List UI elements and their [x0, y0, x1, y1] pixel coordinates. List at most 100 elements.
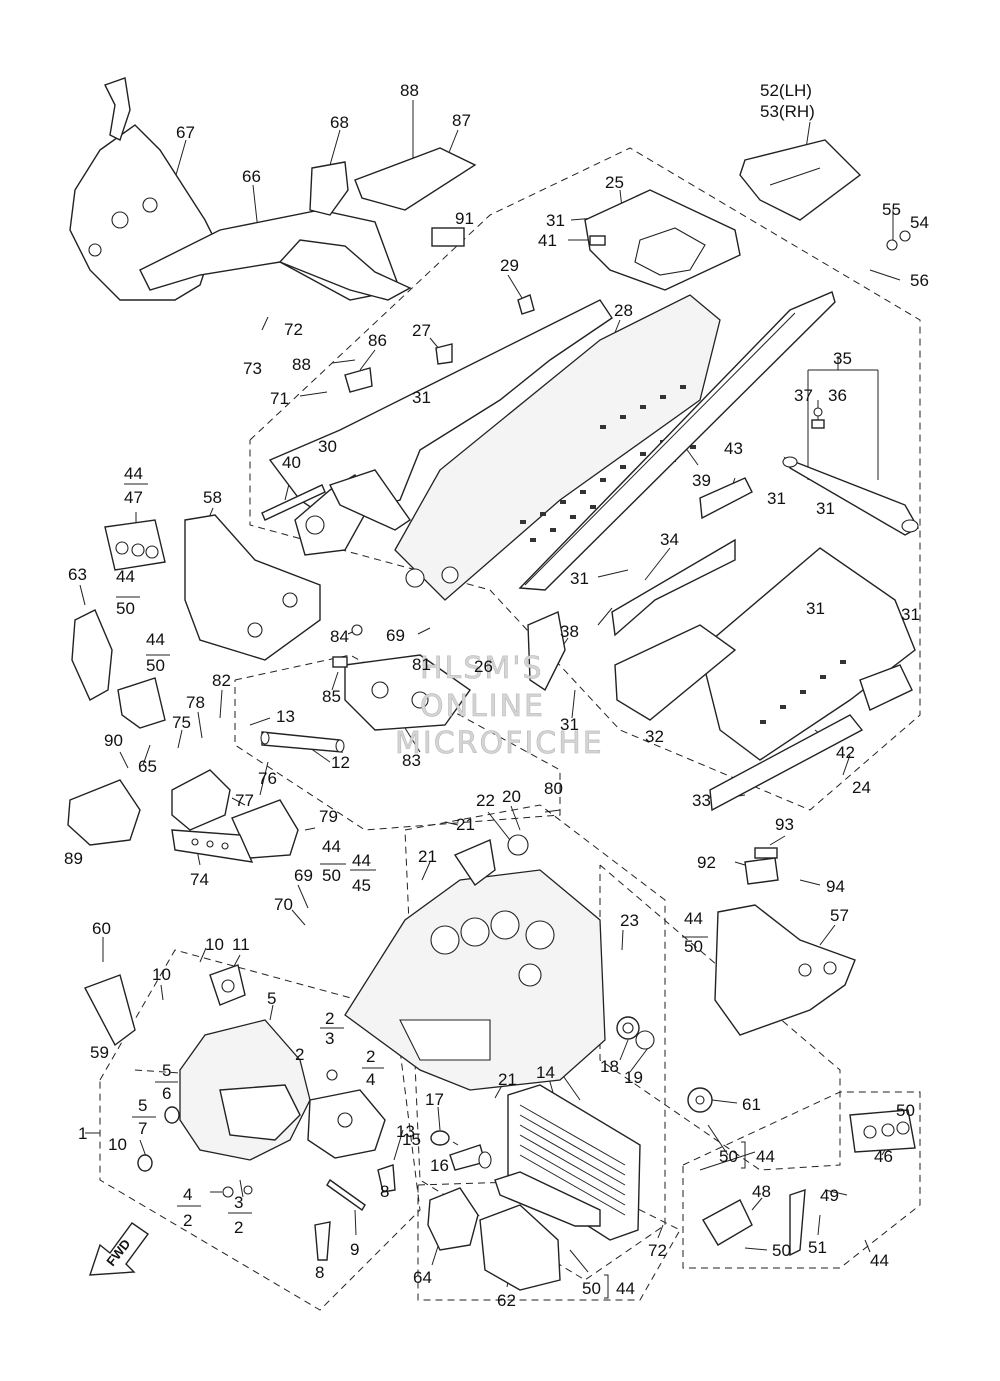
callout-31: 31 [816, 499, 835, 518]
callout-66: 66 [242, 167, 261, 186]
callout-37: 37 [794, 386, 813, 405]
callout-59: 59 [90, 1043, 109, 1062]
part-8-bolt [314, 1221, 331, 1261]
callout-50: 50 [684, 937, 703, 956]
callout-28: 28 [614, 301, 633, 320]
callout-31: 31 [412, 388, 431, 407]
callout-50: 50 [116, 599, 135, 618]
callout-50: 50 [896, 1101, 915, 1120]
callout-61: 61 [742, 1095, 761, 1114]
callout-31: 31 [546, 211, 565, 230]
upper-frame-parts [69, 77, 919, 812]
callout-14: 14 [536, 1063, 555, 1082]
part-39-rail [518, 291, 836, 591]
callout-33: 33 [692, 791, 711, 810]
callout-labels: 88 87 52(LH) 53(RH) 67 68 66 25 31 55 54… [64, 81, 929, 1310]
watermark-line-1: HLSM'S [420, 651, 544, 686]
callout-65: 65 [138, 757, 157, 776]
part-9-bolt [326, 1178, 366, 1212]
callout-19: 19 [624, 1068, 643, 1087]
callout-84: 84 [330, 627, 349, 646]
callout-50: 50 [719, 1147, 738, 1166]
callout-17: 17 [425, 1090, 444, 1109]
callout-44: 44 [684, 909, 703, 928]
watermark-line-3: MICROFICHE [395, 726, 604, 761]
callout-44: 44 [116, 567, 135, 586]
part-17-cap [430, 1130, 450, 1146]
callout-26: 26 [474, 657, 493, 676]
callout-7: 7 [138, 1119, 147, 1138]
callout-75: 75 [172, 713, 191, 732]
callout-5: 5 [267, 989, 276, 1008]
callout-54: 54 [910, 213, 929, 232]
callout-31: 31 [560, 715, 579, 734]
callout-36: 36 [828, 386, 847, 405]
callout-63: 63 [68, 565, 87, 584]
callout-18: 18 [600, 1057, 619, 1076]
callout-50: 50 [772, 1241, 791, 1260]
part-64-cover [427, 1187, 479, 1251]
callout-44: 44 [352, 851, 371, 870]
callout-85: 85 [322, 687, 341, 706]
callout-70: 70 [274, 895, 293, 914]
grouped-callout-brackets [116, 483, 746, 1299]
part-87-plate [354, 147, 477, 211]
callout-52-lh: 52(LH) [760, 81, 812, 100]
callout-69: 69 [294, 866, 313, 885]
callout-51: 51 [808, 1238, 827, 1257]
callout-46: 46 [874, 1147, 893, 1166]
part-58-plate [184, 514, 321, 661]
callout-29: 29 [500, 256, 519, 275]
callout-67: 67 [176, 123, 195, 142]
callout-50: 50 [582, 1279, 601, 1298]
callout-21: 21 [456, 815, 475, 834]
front-left-parts [84, 964, 396, 1261]
callout-16: 16 [430, 1156, 449, 1175]
callout-88: 88 [400, 81, 419, 100]
callout-58: 58 [203, 488, 222, 507]
callout-49: 49 [820, 1186, 839, 1205]
watermark: HLSM'S ONLINE MICROFICHE [395, 651, 604, 762]
callout-92: 92 [697, 853, 716, 872]
callout-34: 34 [660, 530, 679, 549]
callout-76: 76 [258, 769, 277, 788]
callout-94: 94 [826, 877, 845, 896]
fwd-arrow: FWD [89, 1222, 149, 1276]
part-19-circlip [635, 1030, 655, 1050]
callout-38: 38 [560, 622, 579, 641]
part-63-cover [71, 609, 113, 701]
part-35-crossbar [783, 456, 919, 536]
callout-93: 93 [775, 815, 794, 834]
callout-4: 4 [183, 1185, 192, 1204]
part-24-rear-frame [699, 547, 916, 761]
callout-83: 83 [402, 751, 421, 770]
callout-43: 43 [724, 439, 743, 458]
callout-44: 44 [756, 1147, 775, 1166]
callout-9: 9 [350, 1240, 359, 1259]
part-83-footrest [344, 654, 471, 731]
callout-8: 8 [380, 1182, 389, 1201]
callout-13: 13 [396, 1122, 415, 1141]
callout-47: 47 [124, 488, 143, 507]
callout-90: 90 [104, 731, 123, 750]
callout-21: 21 [418, 847, 437, 866]
callout-1: 1 [78, 1124, 87, 1143]
callout-73: 73 [243, 359, 262, 378]
part-34-panel [611, 538, 736, 637]
callout-55: 55 [882, 200, 901, 219]
callout-72: 72 [284, 320, 303, 339]
part-32-rear-panel [614, 624, 737, 721]
callout-56: 56 [910, 271, 929, 290]
callout-2: 2 [234, 1218, 243, 1237]
callout-2: 2 [183, 1211, 192, 1230]
callout-81: 81 [412, 655, 431, 674]
part-52-plate [739, 139, 862, 221]
callout-69: 69 [386, 626, 405, 645]
callout-62: 62 [497, 1291, 516, 1310]
left-side-parts [67, 514, 471, 863]
callout-32: 32 [645, 727, 664, 746]
callout-3: 3 [325, 1029, 334, 1048]
callout-88: 88 [292, 355, 311, 374]
part-59-bracket [84, 974, 136, 1047]
